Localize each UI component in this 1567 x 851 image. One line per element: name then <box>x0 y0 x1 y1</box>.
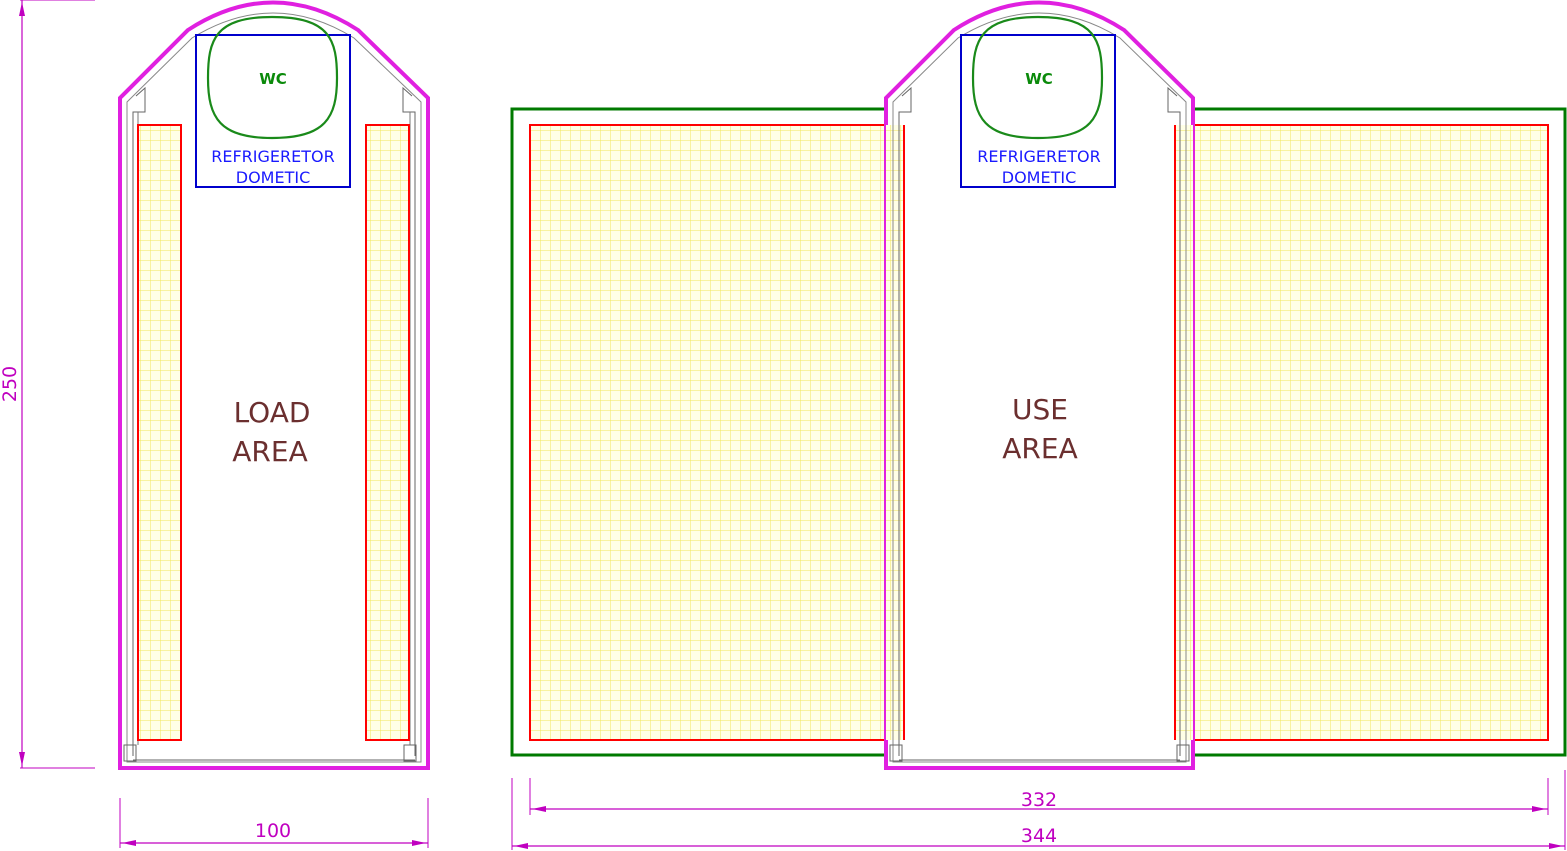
width-inner-dimension: 332 <box>529 778 1549 815</box>
left-wc-label: WC <box>259 70 287 88</box>
width-left-dimension-label: 100 <box>255 820 291 842</box>
left-fridge-label-1: REFRIGERETOR <box>211 147 334 166</box>
right-panel-left <box>529 124 905 741</box>
right-unit-outline <box>884 0 1195 770</box>
width-total-dimension-label: 344 <box>1021 825 1057 847</box>
width-total-dimension: 344 <box>511 770 1566 850</box>
left-panel-bench-right <box>365 124 410 741</box>
right-area-label-2: AREA <box>1002 432 1077 465</box>
right-wc-label: WC <box>1025 70 1053 88</box>
left-unit-outline <box>118 0 430 770</box>
width-inner-dimension-label: 332 <box>1021 789 1057 811</box>
right-area-label-1: USE <box>1012 393 1068 426</box>
right-unit: WC REFRIGERETOR DOMETIC USE AREA <box>510 0 1567 770</box>
right-refrigerator-box <box>960 34 1116 188</box>
left-wc-icon <box>206 15 339 140</box>
right-fridge-label-1: REFRIGERETOR <box>977 147 1100 166</box>
left-refrigerator-box <box>195 34 351 188</box>
left-area-label-2: AREA <box>232 435 307 468</box>
right-fridge-label-2: DOMETIC <box>1002 168 1077 187</box>
width-left-dimension: 100 <box>119 798 429 848</box>
left-unit: WC REFRIGERETOR DOMETIC LOAD AREA <box>118 0 430 770</box>
height-dimension: 250 <box>0 0 95 769</box>
right-panel-right <box>1172 124 1549 741</box>
left-panel-bench-left <box>137 124 182 741</box>
height-dimension-label: 250 <box>0 366 21 402</box>
left-area-label-1: LOAD <box>234 396 311 429</box>
right-wc-icon <box>971 15 1104 140</box>
left-fridge-label-2: DOMETIC <box>236 168 311 187</box>
